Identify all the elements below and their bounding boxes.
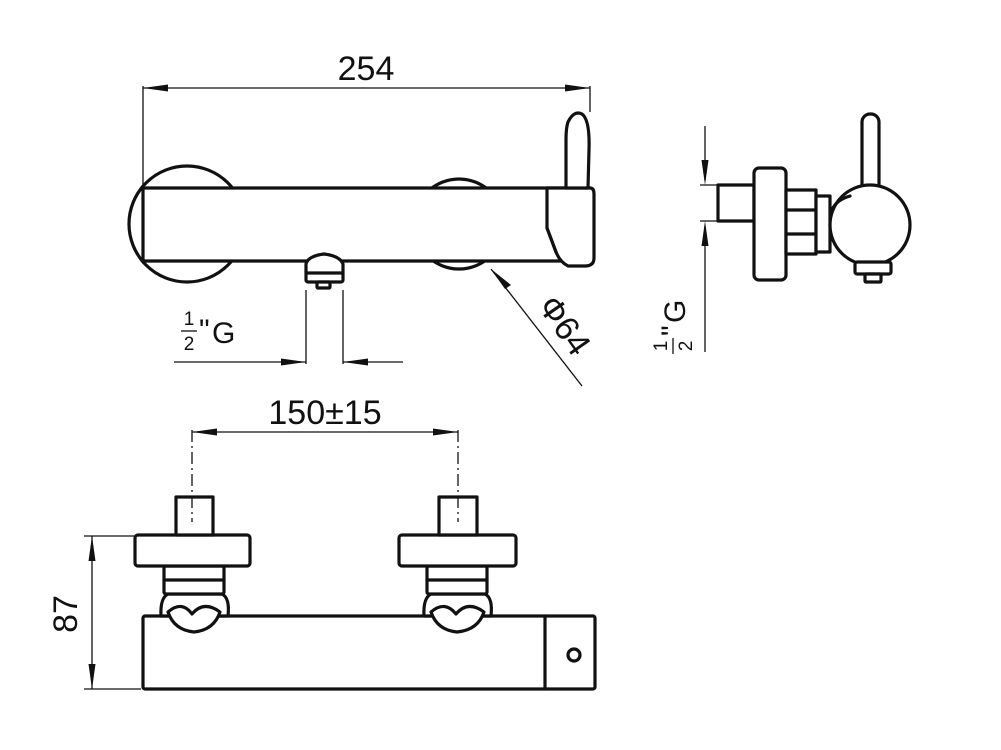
dim-center-distance: 150±15 (191, 394, 459, 522)
dim-projection: 87 (47, 535, 141, 690)
side-thread-inch: " (656, 325, 689, 336)
projection-label: 87 (47, 595, 85, 633)
dim-outlet-thread: 1 2 " G (174, 290, 403, 366)
lever-cap (545, 186, 596, 268)
dim-overall-length: 254 (142, 50, 591, 186)
top-body (141, 614, 597, 691)
dim-side-thread: 1 2 " G (651, 126, 718, 354)
side-nut (784, 188, 832, 256)
top-view: 150±15 87 (47, 394, 597, 691)
side-body-disc (828, 183, 912, 267)
outlet-thread-inch: " (199, 314, 210, 347)
center-distance-label: 150±15 (268, 394, 381, 432)
mixer-body (141, 186, 594, 263)
side-thread-denominator: 2 (676, 341, 697, 352)
connection-left (133, 495, 252, 634)
escutcheon-diameter-label: Ф64 (530, 289, 598, 363)
side-escutcheon (752, 166, 788, 282)
connection-right (397, 495, 518, 634)
escutcheon-left (127, 164, 235, 284)
side-thread-label: G (659, 300, 692, 323)
outlet-thread-numerator: 1 (184, 309, 195, 330)
dim-escutcheon-diameter: Ф64 (490, 268, 598, 387)
side-outlet (853, 260, 893, 284)
overall-length-label: 254 (338, 50, 395, 88)
outlet-thread-label: G (212, 317, 235, 350)
top-lever-pivot (566, 647, 582, 663)
outlet-thread-denominator: 2 (184, 334, 195, 355)
side-inlet-stub (716, 183, 756, 223)
side-thread-numerator: 1 (651, 341, 672, 352)
side-view: 1 2 " G (651, 112, 912, 354)
escutcheon-right (429, 177, 489, 271)
side-lever (860, 112, 881, 196)
lever-handle (564, 111, 591, 190)
front-view: 254 1 2 " G Ф64 (127, 50, 598, 387)
shower-outlet (304, 252, 345, 290)
